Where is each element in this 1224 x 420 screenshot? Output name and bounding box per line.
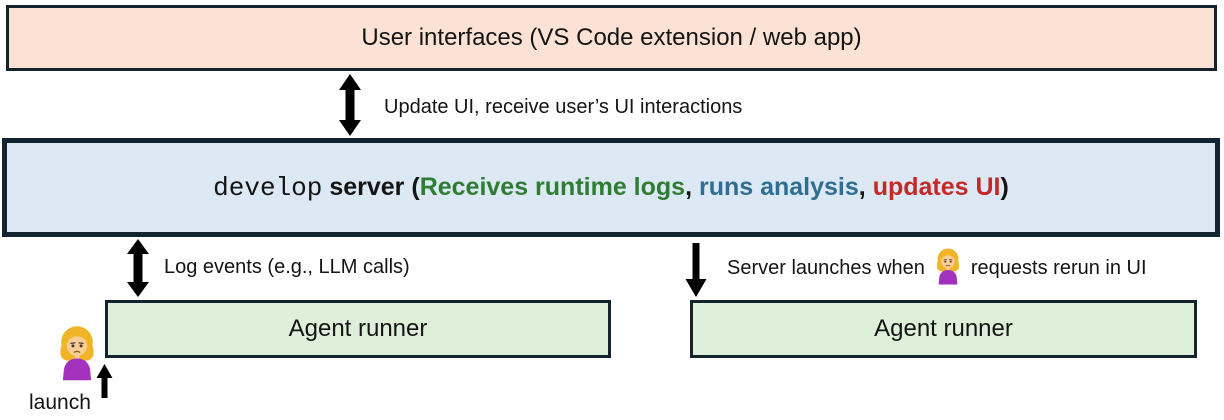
agent-runner-box-left: Agent runner: [105, 300, 611, 358]
server-receives-logs-text: Receives runtime logs: [419, 173, 686, 201]
user-interfaces-label: User interfaces (VS Code extension / web…: [361, 24, 862, 51]
ui-server-double-arrow-icon: [339, 74, 361, 136]
server-code-word: develop: [213, 172, 323, 203]
server-agent-double-arrow-icon: [127, 239, 149, 297]
user-interfaces-box: User interfaces (VS Code extension / web…: [6, 5, 1217, 71]
server-launch-down-arrow-icon: [685, 243, 707, 297]
server-launch-arrow-label: Server launches when requests rerun in U…: [727, 248, 1147, 287]
woman-frowning-icon: [936, 248, 960, 285]
server-runs-analysis-text: runs analysis: [698, 173, 859, 201]
launch-label: launch: [29, 391, 91, 414]
agent-runner-left-label: Agent runner: [288, 315, 428, 342]
agent-runner-right-label: Agent runner: [874, 315, 1013, 342]
server-launch-label-after: requests rerun in UI: [970, 256, 1147, 279]
server-updates-ui-text: updates UI: [872, 173, 1001, 201]
develop-server-box: develop server (Receives runtime logs, r…: [2, 138, 1220, 237]
server-separator-1: ,: [685, 173, 699, 201]
server-launch-label-before: Server launches when: [727, 256, 925, 279]
server-close-paren: ): [1000, 173, 1009, 201]
server-separator-2: ,: [858, 173, 873, 201]
ui-server-arrow-label: Update UI, receive user’s UI interaction…: [384, 96, 743, 118]
log-events-arrow-label: Log events (e.g., LLM calls): [164, 256, 410, 278]
launch-up-arrow-icon: [96, 364, 113, 398]
server-bold-prefix: server (: [322, 173, 420, 201]
agent-runner-box-right: Agent runner: [690, 300, 1197, 358]
